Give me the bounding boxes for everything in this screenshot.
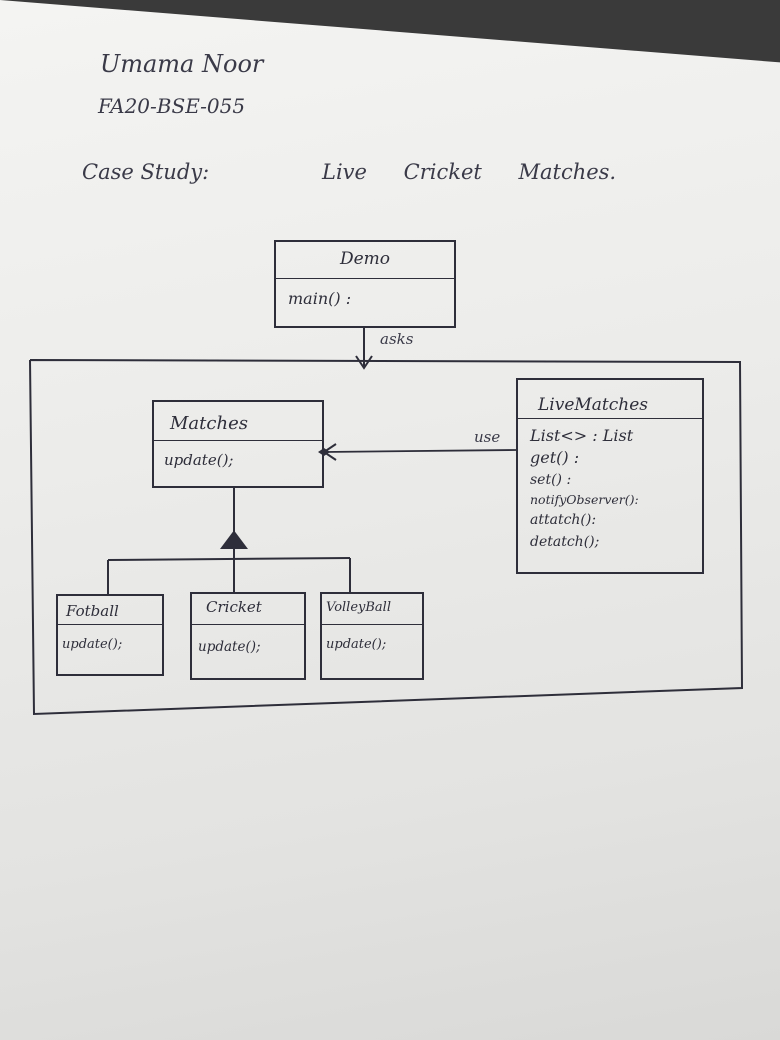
class-demo-op: main() : bbox=[288, 289, 352, 308]
class-volleyball-name: VolleyBall bbox=[322, 594, 422, 625]
class-live-matches-op: detatch(); bbox=[530, 534, 600, 550]
class-matches-op: update(); bbox=[164, 451, 234, 469]
class-matches-name: Matches bbox=[154, 402, 322, 441]
class-demo: Demo main() : bbox=[274, 240, 456, 328]
package-frame bbox=[29, 359, 744, 716]
use-line bbox=[323, 449, 517, 453]
asks-arrowhead bbox=[355, 355, 373, 370]
case-study-label: Case Study: bbox=[82, 160, 210, 184]
class-live-matches-op: get() : bbox=[530, 448, 580, 467]
class-cricket-op: update(); bbox=[198, 639, 261, 655]
class-football-ops: update(); bbox=[58, 625, 162, 652]
class-cricket-name: Cricket bbox=[192, 594, 304, 625]
asks-label: asks bbox=[380, 330, 414, 348]
class-live-matches-op: attatch(): bbox=[530, 512, 597, 528]
inheritance-triangle bbox=[220, 530, 248, 549]
case-study-title: Live Cricket Matches. bbox=[322, 160, 617, 184]
class-live-matches-op: List<> : List bbox=[530, 426, 634, 445]
class-football: Fotball update(); bbox=[56, 594, 164, 676]
class-football-op: update(); bbox=[62, 637, 123, 652]
use-diamond bbox=[318, 448, 330, 456]
roll-number: FA20-BSE-055 bbox=[98, 94, 246, 118]
class-matches: Matches update(); bbox=[152, 400, 324, 488]
class-live-matches-ops: List<> : List get() : set() : notifyObse… bbox=[518, 419, 702, 553]
class-cricket-ops: update(); bbox=[192, 625, 304, 655]
use-label: use bbox=[474, 428, 501, 446]
inheritance-bus bbox=[107, 557, 351, 561]
class-live-matches-op: set() : bbox=[530, 472, 572, 488]
class-live-matches-name: LiveMatches bbox=[518, 380, 702, 419]
author-name: Umama Noor bbox=[100, 50, 264, 78]
class-cricket: Cricket update(); bbox=[190, 592, 306, 680]
class-volleyball-op: update(); bbox=[326, 637, 387, 652]
class-football-name: Fotball bbox=[58, 596, 162, 625]
class-demo-name: Demo bbox=[276, 242, 454, 279]
class-demo-ops: main() : bbox=[276, 279, 454, 308]
class-live-matches-op: notifyObserver(): bbox=[530, 492, 639, 507]
class-matches-ops: update(); bbox=[154, 441, 322, 469]
class-volleyball: VolleyBall update(); bbox=[320, 592, 424, 680]
class-volleyball-ops: update(); bbox=[322, 625, 422, 652]
class-live-matches: LiveMatches List<> : List get() : set() … bbox=[516, 378, 704, 574]
